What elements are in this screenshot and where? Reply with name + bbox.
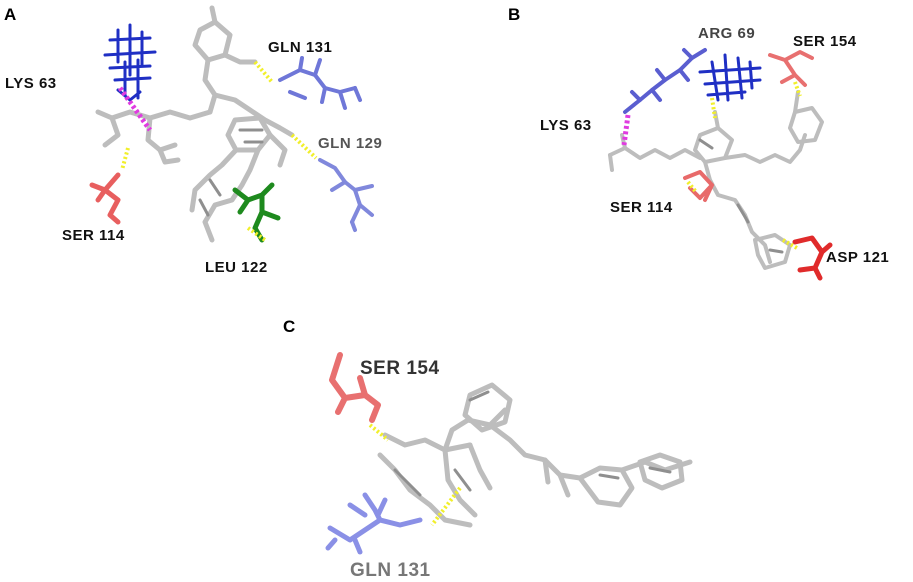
residue-lys63-b: [623, 48, 707, 114]
panel-a: A: [4, 5, 382, 276]
residue-ser154-c: [329, 352, 381, 423]
label-lys63-a: LYS 63: [5, 75, 57, 92]
label-ser154-b: SER 154: [793, 33, 857, 50]
panel-c: C SER 154: [283, 317, 693, 581]
label-ser114-b: SER 114: [610, 199, 673, 216]
hbond-leu122-a: [246, 226, 267, 242]
label-ser154-c: SER 154: [360, 358, 440, 379]
ligand-b-shade: [698, 138, 784, 254]
residue-gln131-c: [325, 492, 423, 555]
ligand-c-shade: [393, 390, 672, 497]
ligand-c: [377, 382, 693, 528]
residue-ser114-b: [683, 170, 714, 202]
hbond-gln131-a: [253, 60, 274, 84]
label-gln131-a: GLN 131: [268, 39, 332, 56]
panel-b: B: [508, 5, 889, 281]
hbond-arg69-b: [710, 97, 717, 119]
hbond-ser114-b: [686, 180, 698, 194]
label-arg69-b: ARG 69: [698, 25, 755, 42]
hbond-ser154-c: [368, 423, 390, 442]
residue-asp121-b: [792, 235, 833, 281]
panel-letter-c: C: [283, 317, 295, 336]
ligand-b: [608, 90, 824, 270]
label-gln131-c: GLN 131: [350, 560, 431, 581]
label-gln129-a: GLN 129: [318, 135, 382, 152]
residue-ser114-a: [89, 172, 121, 225]
ligand-a-shade: [198, 128, 264, 217]
residue-gln131-a: [278, 56, 362, 110]
hbond-ser114-a: [120, 147, 130, 171]
residue-leu122-a: [232, 182, 281, 243]
hbond-gln129-a: [290, 133, 318, 160]
ligand-a: [95, 5, 295, 243]
label-leu122-a: LEU 122: [205, 259, 268, 276]
hbond-gln131-c: [430, 486, 462, 527]
residue-arg69-b: [698, 53, 762, 102]
label-asp121-b: ASP 121: [826, 249, 889, 266]
residue-lys63-a: [103, 23, 157, 102]
label-ser114-a: SER 114: [62, 227, 125, 244]
residue-ser154-b: [768, 50, 814, 87]
panel-letter-a: A: [4, 5, 16, 24]
panel-letter-b: B: [508, 5, 520, 24]
residue-gln129-a: [318, 158, 374, 232]
label-lys63-b: LYS 63: [540, 117, 592, 134]
